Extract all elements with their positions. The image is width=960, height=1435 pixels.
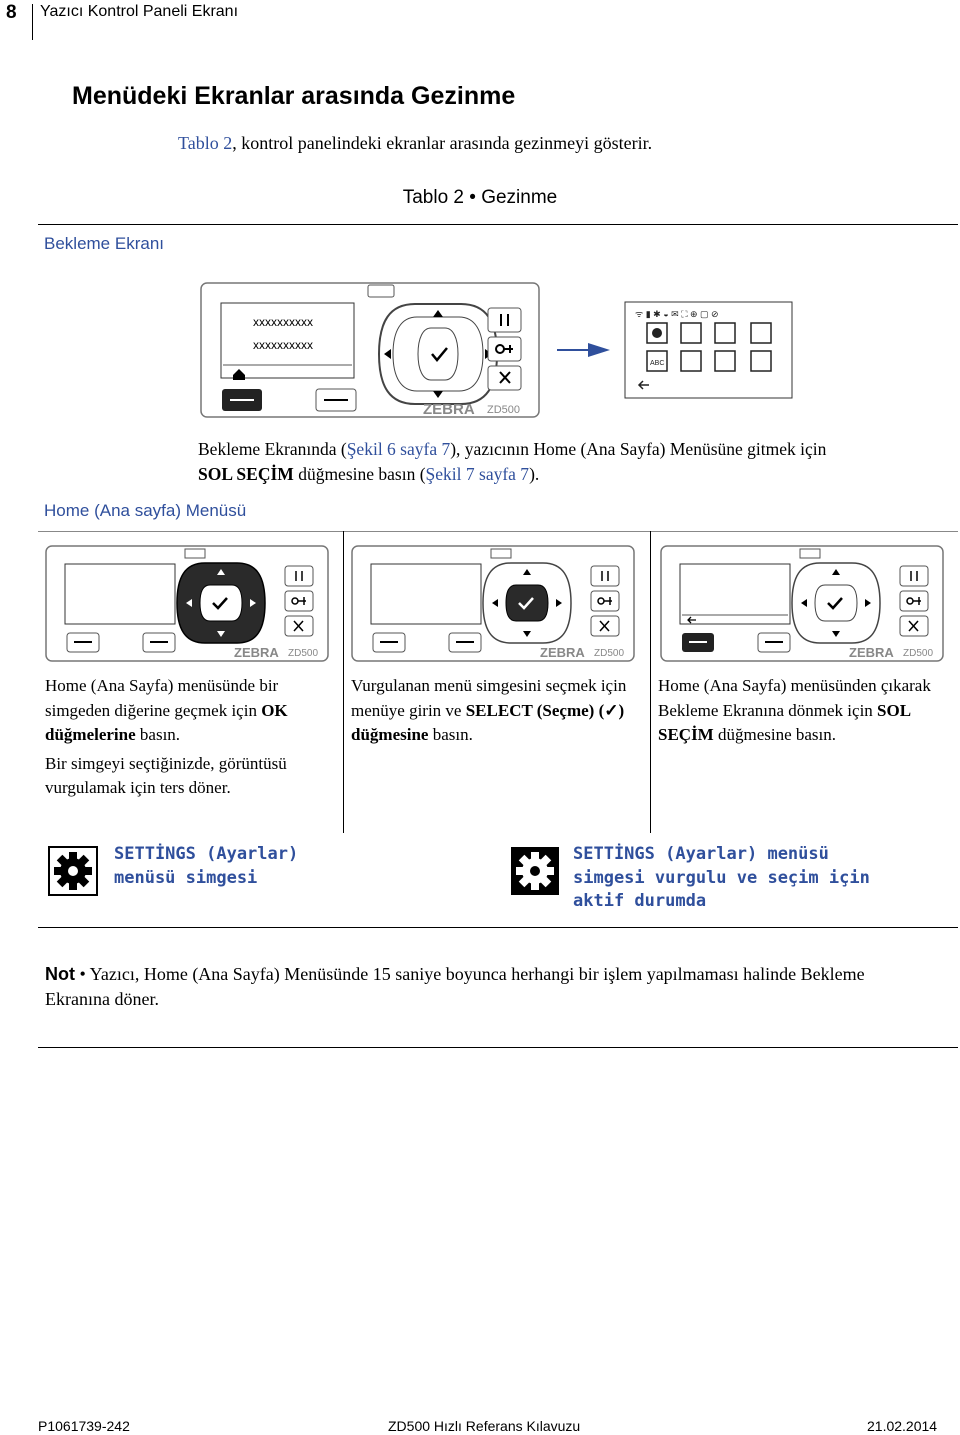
footer-doc-number: P1061739-242 bbox=[38, 1418, 130, 1434]
note: Not • Yazıcı, Home (Ana Sayfa) Menüsünde… bbox=[45, 964, 865, 1009]
footer-date: 21.02.2014 bbox=[867, 1418, 938, 1434]
panel-select-highlighted: ZEBRA ZD500 bbox=[351, 545, 635, 662]
svg-text:ZEBRA: ZEBRA bbox=[234, 645, 279, 660]
note-bottom-rule bbox=[38, 1047, 958, 1048]
header-divider bbox=[32, 4, 33, 40]
row-label-standby: Bekleme Ekranı bbox=[44, 234, 164, 253]
standby-description: Bekleme Ekranında (Şekil 6 sayfa 7), yaz… bbox=[198, 439, 827, 484]
panel-ok-buttons-highlighted: ZEBRA ZD500 bbox=[45, 545, 329, 662]
row-label-home-menu: Home (Ana sayfa) Menüsü bbox=[44, 501, 247, 520]
svg-text:ZEBRA: ZEBRA bbox=[849, 645, 894, 660]
page-heading: Menüdeki Ekranlar arasında Gezinme bbox=[72, 82, 516, 110]
column-divider-2 bbox=[650, 531, 651, 833]
section-title: Yazıcı Kontrol Paneli Ekranı bbox=[40, 3, 239, 20]
col2-text: Vurgulanan menü simgesini seçmek için me… bbox=[351, 676, 627, 744]
table-top-rule bbox=[38, 224, 958, 225]
home-icon bbox=[233, 369, 245, 380]
home-menu-screen bbox=[624, 301, 793, 399]
panel-left-select-highlighted: ZEBRA ZD500 bbox=[660, 545, 944, 662]
settings-gear-icon bbox=[48, 846, 98, 896]
navigation-pad bbox=[377, 303, 499, 405]
figure-6-link[interactable]: Şekil 6 sayfa 7 bbox=[346, 439, 451, 459]
svg-text:ZEBRA: ZEBRA bbox=[540, 645, 585, 660]
settings-icon-caption: SETTİNGS (Ayarlar) menüsü simgesi bbox=[114, 844, 299, 888]
table-caption: Tablo 2 • Gezinme bbox=[402, 187, 558, 208]
footer-title: ZD500 Hızlı Referans Kılavuzu bbox=[388, 1418, 581, 1434]
col1-text: Home (Ana Sayfa) menüsünde bir simgeden … bbox=[45, 676, 288, 797]
note-label: Not bbox=[45, 964, 75, 984]
column-divider-1 bbox=[343, 531, 344, 833]
table-bottom-rule bbox=[38, 927, 958, 928]
screen-line-1: xxxxxxxxxx bbox=[253, 315, 313, 329]
intro-text: Tablo 2, kontrol panelindeki ekranlar ar… bbox=[178, 133, 653, 153]
model-label: ZD500 bbox=[487, 404, 520, 416]
settings-gear-highlighted-icon bbox=[511, 847, 559, 895]
svg-text:ZD500: ZD500 bbox=[594, 648, 624, 659]
brand-logo: ZEBRA bbox=[423, 401, 475, 418]
row-divider bbox=[38, 531, 958, 532]
arrow-icon bbox=[588, 343, 610, 357]
page-number: 8 bbox=[6, 2, 17, 23]
screen-line-2: xxxxxxxxxx bbox=[253, 338, 313, 352]
col3-text: Home (Ana Sayfa) menüsünden çıkarak Bekl… bbox=[658, 676, 931, 744]
svg-text:ᯤ ▮ ✱ ◒ ✉ ⛶ ⊕ ▢ ⊘: ᯤ ▮ ✱ ◒ ✉ ⛶ ⊕ ▢ ⊘ bbox=[635, 309, 719, 319]
standby-panel-illustration: xxxxxxxxxx xxxxxxxxxx ZEBRA ZD500 ᯤ ▮ ✱ … bbox=[200, 282, 793, 418]
svg-text:ZD500: ZD500 bbox=[288, 648, 318, 659]
settings-highlighted-caption: SETTİNGS (Ayarlar) menüsü simgesi vurgul… bbox=[573, 844, 870, 911]
table-link[interactable]: Tablo 2 bbox=[178, 133, 233, 153]
pause-button bbox=[487, 307, 522, 333]
svg-text:ABC: ABC bbox=[650, 360, 664, 367]
exit-icon bbox=[637, 380, 649, 390]
svg-text:ZD500: ZD500 bbox=[903, 648, 933, 659]
figure-7-link[interactable]: Şekil 7 sayfa 7 bbox=[425, 463, 530, 484]
